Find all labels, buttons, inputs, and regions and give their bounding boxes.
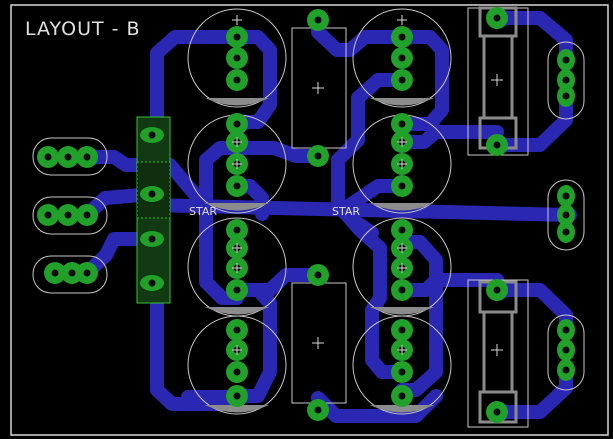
pad-drill-hole: [314, 152, 322, 160]
input-connector-outlines: [32, 137, 108, 294]
star-label-left: STAR: [189, 205, 217, 218]
capacitor-outlines: [187, 8, 452, 415]
pad-drill-hole: [398, 368, 406, 376]
terminal-strip: [136, 116, 171, 304]
pad-drill-hole: [233, 326, 241, 334]
pad-drill-hole: [398, 326, 406, 334]
pad-drill-hole: [233, 33, 241, 41]
pad-drill-hole: [493, 408, 501, 416]
pad-drill-hole: [493, 14, 501, 22]
pad-drill-hole: [398, 226, 406, 234]
pad-drill-hole: [148, 131, 156, 139]
pad-drill-hole: [44, 153, 52, 161]
pad-drill-hole: [398, 76, 406, 84]
pad-drill-hole: [493, 286, 501, 294]
pad-drill-hole: [562, 326, 570, 334]
pad-drill-hole: [148, 235, 156, 243]
pad-drill-hole: [44, 211, 52, 219]
pad-drill-hole: [562, 228, 570, 236]
pad-drill-hole: [233, 120, 241, 128]
pad-drill-hole: [562, 366, 570, 374]
pad-drill-hole: [562, 92, 570, 100]
pad-drill-hole: [83, 153, 91, 161]
pad-drill-hole: [68, 269, 76, 277]
pad-drill-hole: [233, 368, 241, 376]
pad-drill-hole: [314, 271, 322, 279]
board-outline: [10, 4, 609, 436]
output-connector-outlines: [547, 41, 585, 391]
pad-drill-hole: [148, 279, 156, 287]
pad-drill-hole: [314, 406, 322, 414]
component-pads: [37, 7, 575, 423]
board-title: LAYOUT - B: [25, 18, 141, 40]
pad-drill-hole: [233, 286, 241, 294]
pad-drill-hole: [83, 211, 91, 219]
pad-drill-hole: [493, 141, 501, 149]
pad-drill-hole: [83, 269, 91, 277]
pad-drill-hole: [233, 54, 241, 62]
pad-drill-hole: [148, 190, 156, 198]
pad-drill-hole: [233, 76, 241, 84]
pad-drill-hole: [562, 346, 570, 354]
star-label-right: STAR: [332, 205, 360, 218]
pad-drill-hole: [233, 226, 241, 234]
pad-drill-hole: [51, 269, 59, 277]
pad-drill-hole: [398, 182, 406, 190]
pad-drill-hole: [64, 153, 72, 161]
pad-drill-hole: [398, 392, 406, 400]
pad-drill-hole: [233, 182, 241, 190]
pad-drill-hole: [314, 16, 322, 24]
pad-drill-hole: [64, 211, 72, 219]
pad-drill-hole: [562, 192, 570, 200]
pad-drill-hole: [562, 76, 570, 84]
pad-drill-hole: [233, 392, 241, 400]
pad-drill-hole: [562, 211, 570, 219]
pad-drill-hole: [562, 56, 570, 64]
pad-drill-hole: [398, 120, 406, 128]
pad-drill-hole: [398, 33, 406, 41]
pad-drill-hole: [398, 54, 406, 62]
pad-drill-hole: [398, 286, 406, 294]
